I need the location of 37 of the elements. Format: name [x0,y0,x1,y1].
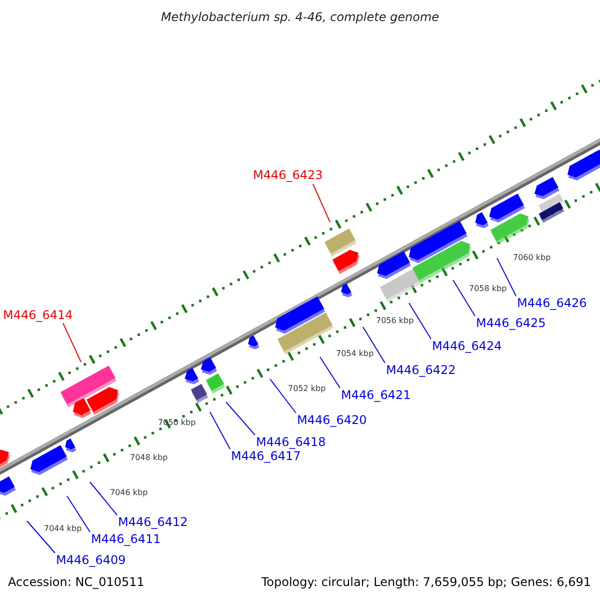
gene-label: M446_6420 [297,413,367,427]
scale-label: 7044 kbp [44,523,82,534]
gene-label: M446_6411 [91,532,161,546]
gene-label: M446_6417 [231,449,301,463]
scale-label: 7058 kbp [469,283,507,294]
gene-label: M446_6418 [256,435,326,449]
scale-label: 7052 kbp [288,383,326,394]
gene-label: M446_6414 [3,308,73,322]
scale-label: 7046 kbp [110,487,148,498]
title: Methylobacterium sp. 4-46, complete genome [160,10,440,24]
gene-label: M446_6412 [118,515,188,529]
leader-line [362,326,386,364]
scale-label: 7056 kbp [376,315,414,326]
gene-label: M446_6424 [432,339,502,353]
leader-line [312,184,330,222]
leader-line [496,258,516,296]
scale-label: 7048 kbp [130,452,168,463]
info-text: Accession: NC_010511 [8,575,144,590]
gene-label: M446_6422 [386,363,456,377]
leader-line [226,402,256,436]
leader-line [62,322,82,362]
gene-label: M446_6425 [476,316,546,330]
scale-label: 7060 kbp [513,252,551,263]
leader-line [66,496,90,532]
leader-line [408,302,432,340]
leader-line [90,482,118,516]
leader-line [26,520,56,554]
leader-line [452,280,476,316]
gene-label: M446_6423 [253,168,323,182]
leader-line [270,378,296,414]
gene-label: M446_6426 [517,296,587,310]
leader-line [210,412,230,450]
info-text: Topology: circular; Length: 7,659,055 bp; Genes: 6,691 [261,575,591,590]
scale-label: 7054 kbp [336,348,374,359]
leader-line [320,356,340,388]
gene-label: M446_6421 [341,388,411,402]
gene-label: M446_6409 [56,553,126,567]
